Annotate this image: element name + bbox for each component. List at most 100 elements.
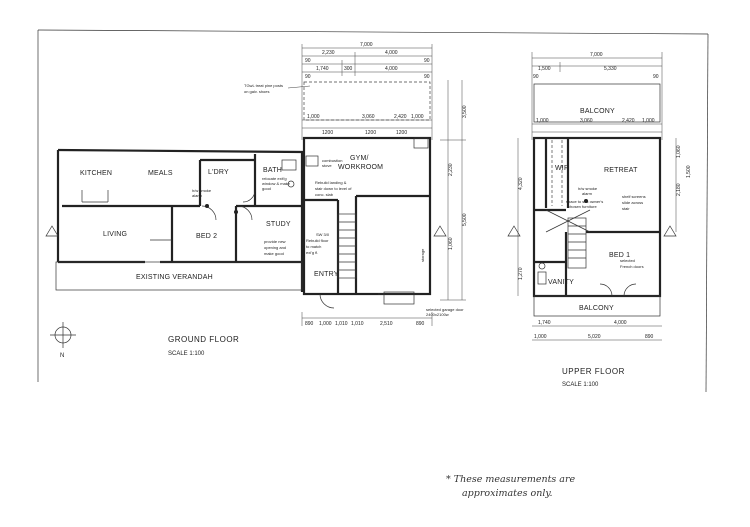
uf-dim: 1,000 xyxy=(534,334,547,340)
gf-dim: 4,000 xyxy=(385,50,398,56)
gf-dim: 1,060 xyxy=(448,237,454,250)
ground-floor-title: GROUND FLOOR xyxy=(168,335,239,344)
uf-dim: 1,060 xyxy=(676,145,682,158)
gf-dim: 3,500 xyxy=(462,105,468,118)
room-gym: WORKROOM xyxy=(338,164,383,171)
uf-dim: 1,500 xyxy=(538,66,551,72)
gf-note-smoke: h/w smoke xyxy=(192,188,212,193)
north-arrow-icon: N xyxy=(50,322,76,359)
gf-note-smoke: alarm xyxy=(192,193,203,198)
room-meals: MEALS xyxy=(148,170,173,177)
handwritten-note-line-2: approximates only. xyxy=(462,488,553,499)
gf-dim: 2,230 xyxy=(322,50,335,56)
room-bed-2: BED 2 xyxy=(196,233,217,240)
uf-dim: 1,740 xyxy=(538,320,551,326)
gf-note-floor: to match xyxy=(306,244,321,249)
gf-dim-overall: 7,000 xyxy=(360,42,373,48)
upper-floor-plan: 7,000 1,500 5,330 90 90 BALCONY 1,000 3,… xyxy=(507,52,692,388)
room-kitchen: KITCHEN xyxy=(80,170,112,177)
gf-dim: 90 xyxy=(305,58,311,64)
gf-note-timber: on galv. shoes xyxy=(244,89,270,94)
gf-note-landing: stair down to level of xyxy=(315,186,352,191)
uf-dim: 1,270 xyxy=(518,267,524,280)
gf-dim: 1200 xyxy=(365,130,376,136)
uf-note-space: space to suit owner's xyxy=(566,199,603,204)
gf-note-garage: 2400x2100w xyxy=(426,312,449,317)
uf-note-selected: French doors xyxy=(620,264,644,269)
gf-dim: 3,060 xyxy=(362,114,375,120)
gf-dim: 90 xyxy=(424,74,430,80)
gf-note-garage: selected garage door xyxy=(426,307,464,312)
gf-dim: 5,500 xyxy=(462,213,468,226)
gf-note-relocate: relocate exit'g xyxy=(262,176,287,181)
room-verandah: EXISTING VERANDAH xyxy=(136,274,213,281)
gf-note-relocate: good xyxy=(262,186,271,191)
gf-dim: 90 xyxy=(424,58,430,64)
handwritten-note-line-1: * These measurements are xyxy=(446,474,575,485)
gf-dim: 1200 xyxy=(322,130,333,136)
gf-dim: 1,000 xyxy=(307,114,320,120)
gf-dim: 1,740 xyxy=(316,66,329,72)
gf-dim: 1,000 xyxy=(319,321,332,327)
gf-dim: 2,420 xyxy=(394,114,407,120)
uf-dim: 90 xyxy=(533,74,539,80)
gf-dim: 4,000 xyxy=(385,66,398,72)
gf-dim: 2,230 xyxy=(448,163,454,176)
upper-floor-scale: SCALE 1:100 xyxy=(562,382,599,388)
gf-dim: 1,010 xyxy=(335,321,348,327)
room-bed-1: BED 1 xyxy=(609,252,630,259)
uf-note-smoke: alarm xyxy=(582,191,593,196)
gf-dim: 90 xyxy=(305,74,311,80)
room-vanity: VANITY xyxy=(548,279,574,286)
uf-dim: 2,420 xyxy=(622,118,635,124)
gf-note-sw: SW 3/0 xyxy=(316,232,330,237)
north-label: N xyxy=(60,353,64,359)
uf-dim: 5,020 xyxy=(588,334,601,340)
uf-dim: 1,000 xyxy=(642,118,655,124)
ground-floor-plan: 7,000 2,230 4,000 1,740 300 4,000 90 90 … xyxy=(45,42,468,357)
uf-dim: 4,320 xyxy=(518,177,524,190)
gf-dim: 2,510 xyxy=(380,321,393,327)
uf-dim: 4,000 xyxy=(614,320,627,326)
room-living: LIVING xyxy=(103,231,127,238)
room-laundry: L'DRY xyxy=(208,169,229,176)
uf-note-space: chosen furniture xyxy=(568,204,597,209)
uf-note-selected: selected xyxy=(620,258,635,263)
gf-stair xyxy=(337,213,357,279)
uf-dim: 3,060 xyxy=(580,118,593,124)
gf-note-combustion: stove xyxy=(322,163,332,168)
gf-dim: 1,010 xyxy=(351,321,364,327)
room-balcony-top: BALCONY xyxy=(580,108,615,115)
uf-note-shelf: slide across xyxy=(622,200,643,205)
uf-stair xyxy=(567,217,587,269)
gf-dim: 1200 xyxy=(396,130,407,136)
room-entry: ENTRY xyxy=(314,271,339,278)
room-balcony-bottom: BALCONY xyxy=(579,305,614,312)
uf-note-smoke: h/w smoke xyxy=(578,186,598,191)
uf-dim: 1,000 xyxy=(536,118,549,124)
room-study: STUDY xyxy=(266,221,291,228)
gf-note-landing: Rebuild landing & xyxy=(315,180,347,185)
gf-note-landing: conc. slab xyxy=(315,192,334,197)
gf-note-opening: make good xyxy=(264,251,284,256)
gf-note-floor: Rebuild floor xyxy=(306,238,329,243)
uf-note-shelf: stair xyxy=(622,206,630,211)
ground-floor-scale: SCALE 1:100 xyxy=(168,351,205,357)
gf-note-storage: storage xyxy=(420,248,425,262)
room-gym: GYM/ xyxy=(350,155,369,162)
uf-dim-overall: 7,000 xyxy=(590,52,603,58)
gf-dim: 890 xyxy=(416,321,425,327)
gf-note-opening: provide new xyxy=(264,239,286,244)
upper-floor-title: UPPER FLOOR xyxy=(562,367,625,376)
room-bath: BATH xyxy=(263,167,282,174)
sheet-border-top xyxy=(37,29,709,35)
gf-note-floor: exi'g fl. xyxy=(306,250,318,255)
gf-dim: 890 xyxy=(305,321,314,327)
gf-dim: 1,000 xyxy=(411,114,424,120)
gf-note-relocate: window & make xyxy=(262,181,291,186)
room-retreat: RETREAT xyxy=(604,167,638,174)
gf-note-timber: TGwL treat pine posts xyxy=(244,83,283,88)
room-wir: WIR xyxy=(555,165,569,172)
uf-dim: 890 xyxy=(645,334,654,340)
